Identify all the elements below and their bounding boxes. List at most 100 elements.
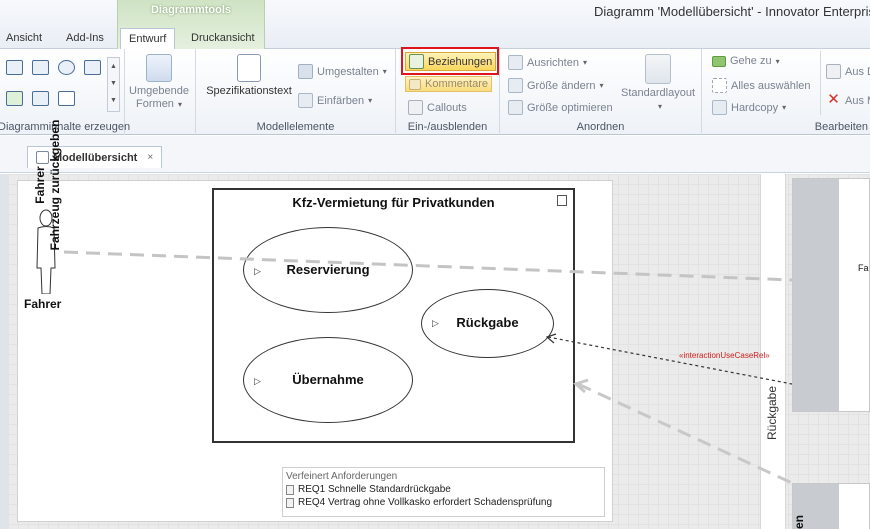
standardlayout-button[interactable]: Standardlayout▾: [618, 54, 698, 113]
aus-m-label: Aus M: [845, 94, 870, 107]
group-label-bearbeiten: Bearbeiten: [814, 121, 868, 133]
optimize-size-icon: [508, 100, 523, 115]
umgebende-formen-label-2: Formen: [136, 98, 174, 110]
edge-label: «interactionUseCaseRel»: [679, 351, 770, 360]
requirement-item[interactable]: REQ1 Schnelle Standardrückgabe: [286, 484, 451, 495]
lane-panel-2[interactable]: [792, 483, 870, 529]
ausrichten-label: Ausrichten: [527, 56, 579, 69]
comment-icon: [409, 78, 421, 90]
lane-panel[interactable]: [792, 178, 870, 412]
group-label-diagramminhalte: Diagramminhalte erzeugen: [0, 121, 131, 133]
ausrichten-button[interactable]: Ausrichten▾: [508, 55, 587, 70]
umgestalten-button[interactable]: Umgestalten▾: [298, 64, 387, 79]
relations-icon: [409, 54, 424, 69]
umgestalten-label: Umgestalten: [317, 65, 379, 78]
lane-header: [793, 179, 839, 411]
tab-entwurf[interactable]: Entwurf: [120, 28, 176, 50]
hardcopy-button[interactable]: Hardcopy▾: [712, 100, 786, 115]
kommentare-label: Kommentare: [425, 78, 488, 90]
groesse-optimieren-label: Größe optimieren: [527, 101, 613, 114]
spezifikationstext-button[interactable]: Spezifikationstext: [204, 54, 294, 98]
requirement-text: REQ4 Vertrag ohne Vollkasko erfordert Sc…: [298, 497, 553, 508]
aus-d-label: Aus D: [845, 65, 870, 78]
requirements-title: Verfeinert Anforderungen: [286, 471, 398, 482]
system-boundary[interactable]: Kfz-Vermietung für Privatkunden ▷ Reserv…: [212, 188, 575, 443]
ribbon: ▲▼▼ Diagramminhalte erzeugen Umgebende F…: [0, 49, 870, 135]
groesse-aendern-button[interactable]: Größe ändern▾: [508, 78, 604, 93]
usecase-rueckgabe[interactable]: ▷ Rückgabe: [421, 289, 554, 358]
expand-triangle-icon: ▷: [254, 376, 261, 386]
aus-modell-button[interactable]: ✕ Aus M: [826, 91, 870, 108]
shape-gallery-item-5[interactable]: [6, 91, 23, 106]
beziehungen-label: Beziehungen: [428, 55, 493, 68]
gallery-scroll[interactable]: ▲▼▼: [107, 57, 120, 112]
alles-auswaehlen-button[interactable]: Alles auswählen: [712, 78, 811, 93]
callouts-button[interactable]: Callouts: [408, 100, 467, 115]
beziehungen-button[interactable]: Beziehungen: [405, 52, 497, 71]
lane-fragment-label: Fa: [858, 263, 869, 273]
usecase-reservierung[interactable]: ▷ Reservierung: [243, 227, 413, 313]
actor-figure[interactable]: [30, 206, 66, 294]
einfaerben-button[interactable]: Einfärben▾: [298, 93, 372, 108]
title-bar: Diagrammtools Diagramm 'Modellübersicht'…: [0, 0, 870, 50]
actor-label: Fahrer: [24, 297, 62, 311]
tab-modelluebersicht[interactable]: Modellübersicht ×: [27, 146, 163, 168]
standardlayout-label: Standardlayout: [621, 87, 695, 99]
group-modellelemente: Spezifikationstext Umgestalten▾ Einfärbe…: [196, 49, 396, 135]
aus-diagramm-button[interactable]: Aus D: [826, 64, 870, 79]
spezifikationstext-label: Spezifikationstext: [206, 85, 292, 97]
context-group-title: Diagrammtools: [150, 4, 232, 16]
diagram-icon: [36, 151, 49, 164]
group-label-einausblenden: Ein-/ausblenden: [407, 121, 488, 133]
shape-gallery-item-1[interactable]: [6, 60, 23, 75]
resize-icon: [508, 78, 523, 93]
callout-icon: [408, 100, 423, 115]
gehe-zu-label: Gehe zu: [730, 55, 772, 67]
group-bearbeiten: Gehe zu▾ Alles auswählen Hardcopy▾ Aus D…: [702, 49, 870, 135]
lane-header-text: Fahrer Fahrzeug zurückgeben: [33, 75, 63, 295]
callouts-label: Callouts: [427, 101, 467, 114]
system-title: Kfz-Vermietung für Privatkunden: [292, 195, 495, 210]
lane-label-rueckgabe: Rückgabe: [765, 385, 779, 440]
document-pen-icon: [237, 54, 261, 82]
group-label-modellelemente: Modellelemente: [256, 121, 335, 133]
document-icon: [286, 497, 294, 508]
close-tab-icon[interactable]: ×: [147, 152, 154, 163]
lane-header-line-1: Fahrer: [33, 166, 47, 204]
document-tab-bar: Modellübersicht ×: [0, 136, 870, 173]
requirements-box[interactable]: Verfeinert Anforderungen REQ1 Schnelle S…: [282, 467, 605, 517]
tab-add-ins[interactable]: Add-Ins: [66, 32, 104, 44]
tab-druckansicht[interactable]: Druckansicht: [191, 32, 255, 44]
group-label-anordnen: Anordnen: [576, 121, 625, 133]
shape-gallery-item-6[interactable]: [32, 91, 49, 106]
groesse-aendern-label: Größe ändern: [527, 79, 596, 92]
highlight-box: [401, 47, 499, 75]
component-icon: [557, 195, 567, 206]
tab-ansicht[interactable]: Ansicht: [6, 32, 43, 44]
lane-header-line-2: Fahrzeug zurückgeben: [48, 119, 62, 251]
shape-gallery-item-2[interactable]: [32, 60, 49, 75]
remove-from-diagram-icon: [826, 64, 841, 79]
usecase-uebernahme[interactable]: ▷ Übernahme: [243, 337, 413, 423]
lane2-fragment-label: en: [792, 514, 806, 529]
groesse-optimieren-button[interactable]: Größe optimieren: [508, 100, 613, 115]
shape-gallery-item-4[interactable]: [84, 60, 101, 75]
expand-triangle-icon: ▷: [432, 318, 439, 328]
select-all-icon: [712, 78, 727, 93]
document-icon: [286, 484, 294, 495]
align-icon: [508, 55, 523, 70]
umgebende-formen-label-1: Umgebende: [129, 85, 189, 97]
shape-gallery-item-3[interactable]: [58, 60, 75, 75]
camera-icon: [712, 100, 727, 115]
umgebende-formen-button[interactable]: Umgebende Formen▾: [128, 54, 190, 111]
delete-x-icon: ✕: [827, 91, 840, 108]
shape-gallery-item-7[interactable]: [58, 91, 75, 106]
window-title: Diagramm 'Modellübersicht' - Innovator E…: [594, 4, 870, 19]
einfaerben-label: Einfärben: [317, 94, 365, 107]
usecase-label: Rückgabe: [456, 315, 519, 330]
gehe-zu-button[interactable]: Gehe zu▾: [712, 55, 780, 67]
usecase-label: Reservierung: [286, 262, 370, 277]
requirement-item[interactable]: REQ4 Vertrag ohne Vollkasko erfordert Sc…: [286, 497, 552, 508]
document-tab-label: Modellübersicht: [53, 151, 138, 164]
kommentare-button[interactable]: Kommentare: [405, 76, 492, 92]
